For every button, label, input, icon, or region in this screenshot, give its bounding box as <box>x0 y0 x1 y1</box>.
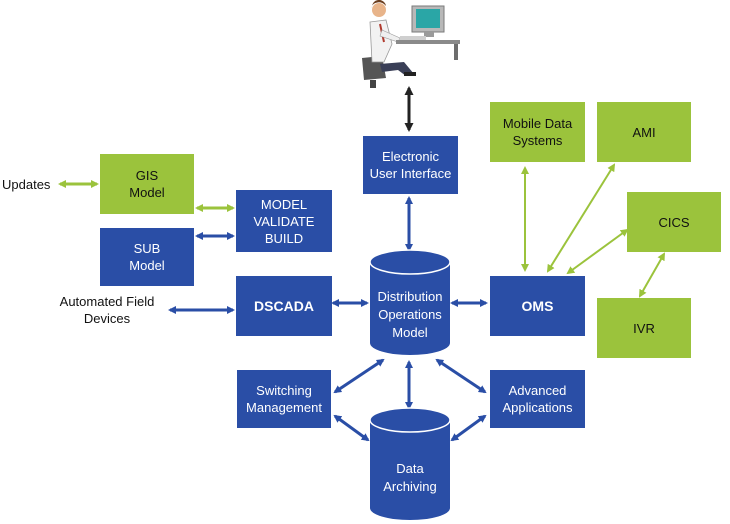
data-archiving-label: Data Archiving <box>383 461 437 494</box>
cics-box: CICS <box>627 192 721 252</box>
mobile-data-systems-box: Mobile Data Systems <box>490 102 585 162</box>
switching-management-label: Switching Management <box>246 383 322 415</box>
ami-box: AMI <box>597 102 691 162</box>
dscada-label: DSCADA <box>254 297 314 314</box>
electronic-user-interface-box: Electronic User Interface <box>363 136 458 194</box>
arrow-switching-archive <box>333 414 370 442</box>
advanced-applications-box: Advanced Applications <box>490 370 585 428</box>
switching-management-box: Switching Management <box>237 370 331 428</box>
oms-label: OMS <box>521 297 554 314</box>
advanced-applications-label: Advanced Applications <box>502 383 573 415</box>
arrow-dom-switching <box>333 358 385 394</box>
model-validate-build-box: MODEL VALIDATE BUILD <box>236 190 332 252</box>
oms-box: OMS <box>490 276 585 336</box>
ivr-label: IVR <box>633 320 655 336</box>
arrow-dom-advanced <box>435 358 487 394</box>
automated-field-devices-label: Automated Field Devices <box>59 294 155 326</box>
ami-label: AMI <box>632 124 656 140</box>
arrow-cics-ivr <box>639 252 665 298</box>
ivr-box: IVR <box>597 298 691 358</box>
mobile-data-systems-label: Mobile Data Systems <box>502 116 573 148</box>
sub-model-label: SUB Model <box>129 241 165 273</box>
arrow-oms-cics <box>566 228 629 275</box>
electronic-user-interface-label: Electronic User Interface <box>369 149 452 181</box>
data-archiving-cylinder <box>369 407 451 520</box>
arrow-oms-ami <box>546 163 616 273</box>
updates-label: Updates <box>2 177 51 192</box>
arrow-advanced-archive <box>450 414 487 442</box>
sub-model-box: SUB Model <box>100 228 194 286</box>
gis-model-box: GIS Model <box>100 154 194 214</box>
distribution-operations-model-label: Distribution Operations Model <box>377 289 443 340</box>
model-validate-build-label: MODEL VALIDATE BUILD <box>253 196 315 246</box>
distribution-operations-model-cylinder <box>369 249 451 355</box>
cics-label: CICS <box>658 214 690 230</box>
dscada-box: DSCADA <box>236 276 332 336</box>
gis-model-label: GIS Model <box>129 168 165 200</box>
user-at-computer-icon <box>362 0 460 88</box>
